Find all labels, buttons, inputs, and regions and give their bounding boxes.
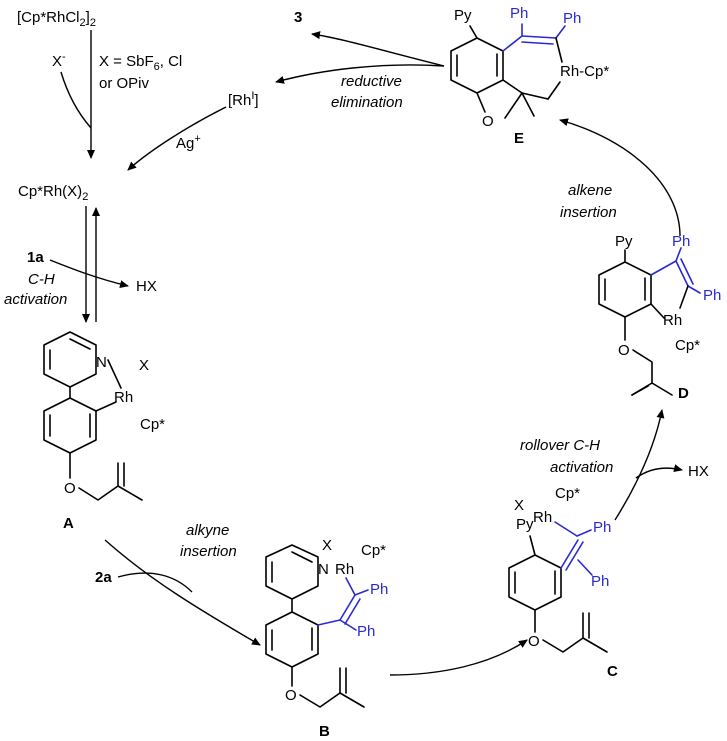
alkyne-insertion-label-2: insertion — [180, 543, 237, 560]
reductive-label-1: reductive — [341, 73, 402, 90]
ligand-Cp-B: Cp* — [361, 542, 386, 559]
intermediate-C: Py X Rh Cp* Ph Ph O C — [508, 485, 618, 680]
x-definition-line1: X = SbF6, Cl — [99, 53, 182, 73]
label-E: E — [514, 130, 524, 147]
phenyl-ring-C — [508, 554, 562, 611]
phenyl-ring-A — [43, 397, 97, 454]
c-to-d-arrow — [614, 409, 665, 521]
silver-label: Ag+ — [176, 133, 201, 152]
atom-N-B: N — [318, 561, 329, 578]
alkyne-in-arrow — [117, 572, 193, 593]
pyridyl-label-D: Py — [615, 233, 633, 250]
reductive-label-2: elimination — [331, 94, 403, 111]
phenyl-ring-D — [598, 261, 652, 318]
intermediate-E: Py Ph Ph Rh-Cp* O E — [450, 5, 609, 147]
phenyl-label-B1: Ph — [370, 581, 388, 598]
rollover-label-1: rollover C-H — [520, 437, 600, 454]
label-B: B — [319, 723, 330, 740]
phenyl-label-C2: Ph — [591, 573, 609, 590]
alkyne-insertion-label-1: alkyne — [186, 522, 229, 539]
ligand-Cp: Cp* — [140, 416, 165, 433]
atom-O-D: O — [618, 342, 630, 359]
alkyne-insertion-step: 2a alkyne insertion — [95, 522, 261, 646]
reductive-elimination-step: 3 reductive elimination — [275, 9, 445, 111]
e-to-product-arrow — [311, 31, 445, 67]
rollover-label-2: activation — [550, 459, 613, 476]
atom-O: O — [64, 480, 76, 497]
hx-release-arrow — [49, 259, 129, 289]
anion-label: X- — [52, 51, 66, 70]
phenyl-label-B2: Ph — [357, 623, 375, 640]
hx-release-arrow-2 — [635, 464, 683, 479]
phenyl-label-E1: Ph — [510, 5, 528, 22]
ligand-Cp-D: Cp* — [675, 337, 700, 354]
atom-O-B: O — [285, 687, 297, 704]
rh1-to-catalyst-arrow — [127, 106, 227, 171]
alkyne-2a-label: 2a — [95, 569, 112, 586]
ch-activation-step: 1a HX C-H activation — [4, 206, 157, 323]
anion-arrow — [60, 71, 92, 129]
phenyl-label-C1: Ph — [593, 519, 611, 536]
phenyl-label-D1: Ph — [672, 233, 690, 250]
intermediate-D: Py Ph Ph Rh Cp* O D — [598, 233, 721, 402]
phenyl-ring-E — [450, 37, 504, 94]
pyridyl-label-C: Py — [516, 516, 534, 533]
intermediate-B: N Rh X Cp* Ph Ph O B — [265, 537, 388, 740]
atom-X-C: X — [514, 497, 524, 514]
atom-X: X — [139, 357, 149, 374]
atom-O-C: O — [528, 633, 540, 650]
phenyl-label-E2: Ph — [563, 10, 581, 27]
atom-Rh: Rh — [114, 389, 133, 406]
intermediate-A: N Rh X Cp* O A — [43, 331, 165, 532]
x-definition-line2: or OPiv — [99, 75, 150, 92]
phenyl-ring-B — [265, 611, 319, 668]
ligand-Cp-C: Cp* — [555, 485, 580, 502]
atom-Rh-D: Rh — [663, 312, 682, 329]
label-A: A — [63, 515, 74, 532]
ch-activation-label-2: activation — [4, 291, 67, 308]
alkene-insertion-step: alkene insertion — [559, 118, 681, 237]
precatalyst-label: [Cp*RhCl2]2 — [17, 9, 96, 29]
precatalyst-activation: [Cp*RhCl2]2 X- X = SbF6, Cl or OPiv Cp*R… — [17, 9, 259, 203]
rh-cp-label-E: Rh-Cp* — [560, 63, 609, 80]
rh1-label: [RhI] — [228, 90, 259, 109]
atom-X-B: X — [322, 537, 332, 554]
a-to-b-arrow — [104, 539, 261, 646]
active-catalyst-label: Cp*Rh(X)2 — [18, 183, 88, 203]
atom-O-E: O — [482, 113, 494, 130]
phenyl-label-D2: Ph — [703, 287, 721, 304]
atom-Rh-C: Rh — [533, 509, 552, 526]
label-D: D — [678, 385, 689, 402]
rollover-step: HX rollover C-H activation — [520, 409, 709, 521]
hx-label-2: HX — [688, 463, 709, 480]
pyridine-ring — [43, 331, 97, 388]
alkene-insertion-label-2: insertion — [560, 204, 617, 221]
b-to-c-arrow — [389, 639, 528, 676]
d-to-e-arrow — [559, 118, 681, 237]
substrate-1a-label: 1a — [27, 249, 44, 266]
label-C: C — [607, 663, 618, 680]
pyridyl-label-E: Py — [454, 7, 472, 24]
ch-activation-label-1: C-H — [28, 271, 55, 288]
hx-label-1: HX — [136, 278, 157, 295]
atom-N: N — [96, 354, 107, 371]
pyridine-ring-B — [265, 544, 319, 600]
alkene-insertion-label-1: alkene — [568, 182, 612, 199]
e-to-rh1-arrow — [275, 64, 445, 84]
product-3-label: 3 — [294, 9, 302, 26]
atom-Rh-B: Rh — [335, 561, 354, 578]
